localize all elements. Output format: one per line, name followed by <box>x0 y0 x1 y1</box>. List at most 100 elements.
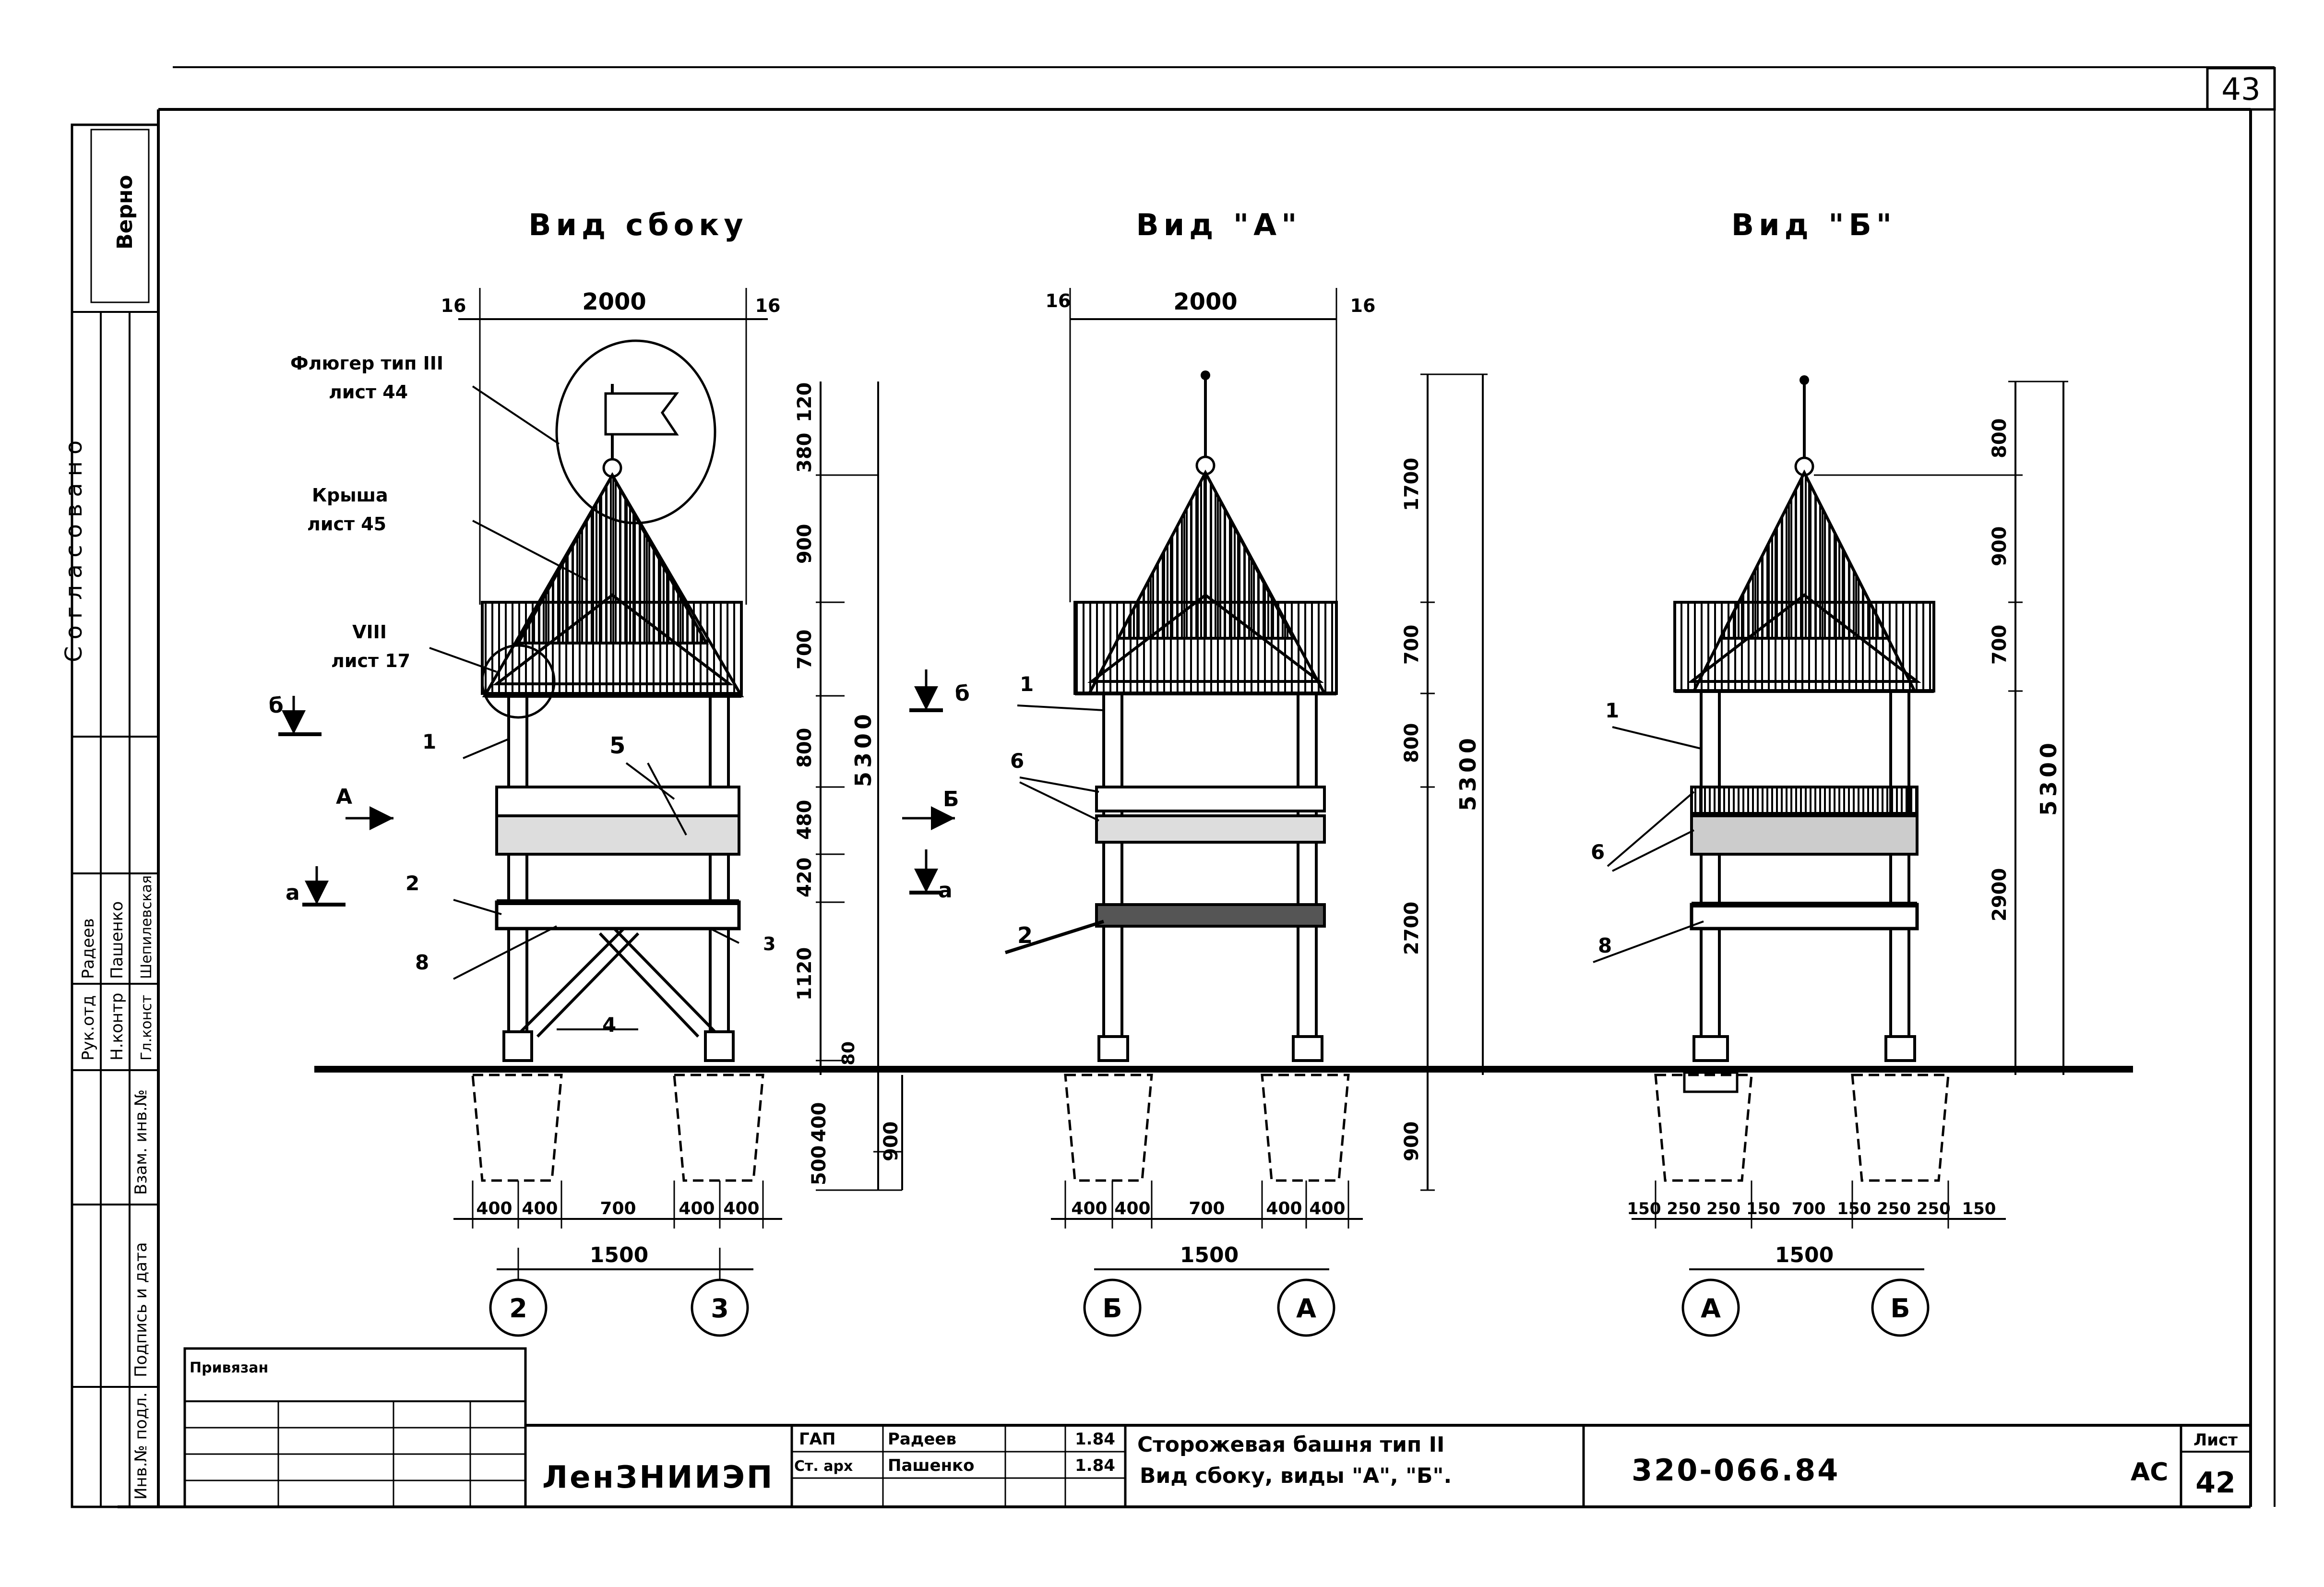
side-view-title: Вид сбоку <box>528 207 748 242</box>
side-dim-1120: 1120 <box>794 947 816 1001</box>
side-bottom-dim-1: 400 <box>476 1199 512 1218</box>
role-chief-architect: ГАП <box>799 1430 835 1449</box>
side-dim-420: 420 <box>794 858 816 898</box>
a-marker-2: 2 <box>1017 922 1033 948</box>
side-offset-left: 16 <box>441 295 466 316</box>
field-replaced-inventory: Взам. инв.№ <box>131 1089 151 1195</box>
drawing-stage: АС <box>2131 1458 2168 1487</box>
b-dim-2900: 2900 <box>1989 868 2011 921</box>
side-section-b: б <box>269 693 284 718</box>
a-dim-2700: 2700 <box>1401 902 1423 955</box>
side-view-drawing <box>278 288 903 1337</box>
vane-callout: Флюгер тип III <box>290 353 443 374</box>
side-marker-5: 5 <box>609 732 625 759</box>
side-dim-500: 500 <box>808 1146 830 1186</box>
side-section-a: а <box>286 881 300 905</box>
b-bottom-dims: 150 250 250 150 700 150 250 250 150 <box>1627 1199 1996 1218</box>
side-marker-4: 4 <box>602 1013 616 1037</box>
drawing-title-line-2: Вид сбоку, виды "А", "Б". <box>1140 1464 1452 1488</box>
date-chief-architect: 1.84 <box>1075 1430 1115 1449</box>
side-dim-120: 120 <box>794 382 816 423</box>
signature-name-1: Радеев <box>79 918 98 979</box>
a-offset-right: 16 <box>1350 295 1376 316</box>
view-a-title: Вид "А" <box>1136 207 1302 242</box>
a-axis-A: А <box>1296 1293 1316 1324</box>
a-bottom-dim-3: 700 <box>1189 1199 1225 1218</box>
b-dim-800: 800 <box>1989 418 2011 459</box>
b-axis-span: 1500 <box>1775 1243 1834 1267</box>
sheet-corner-number: 43 <box>2221 72 2260 107</box>
node-sheet-callout: лист 17 <box>331 650 410 671</box>
view-b-title: Вид "Б" <box>1731 207 1896 242</box>
a-dim-900: 900 <box>1401 1122 1423 1162</box>
side-marker-8: 8 <box>415 951 429 974</box>
b-marker-1: 1 <box>1605 699 1619 722</box>
roof-sheet-callout: лист 45 <box>307 513 386 535</box>
b-dim-900: 900 <box>1989 526 2011 567</box>
a-marker-1: 1 <box>1020 672 1034 696</box>
side-total-height: 5300 <box>850 710 876 787</box>
role-senior-architect: Ст. арх <box>794 1458 853 1475</box>
name-senior-architect: Пашенко <box>888 1456 975 1475</box>
node-callout: VIII <box>352 621 387 643</box>
side-offset-right: 16 <box>755 295 781 316</box>
side-section-A: А <box>336 785 352 809</box>
organization-name: ЛенЗНИИЭП <box>542 1460 774 1495</box>
title-block <box>183 1347 2251 1508</box>
a-dim-700: 700 <box>1401 625 1423 665</box>
agreed-label: Согласовано <box>60 434 87 662</box>
a-section-a: а <box>938 878 953 903</box>
side-axis-3: 3 <box>711 1293 729 1324</box>
b-axis-A: А <box>1701 1293 1721 1324</box>
field-inventory-original: Инв.№ подл. <box>131 1392 151 1500</box>
side-marker-2: 2 <box>405 871 419 895</box>
a-section-b: б <box>955 681 970 706</box>
a-axis-B: Б <box>1102 1293 1122 1324</box>
vane-sheet-callout: лист 44 <box>329 382 408 403</box>
side-axis-span: 1500 <box>590 1243 648 1267</box>
side-marker-3: 3 <box>763 933 775 955</box>
view-b-drawing <box>1593 375 2068 1337</box>
a-total-height: 5300 <box>1455 734 1481 811</box>
signature-name-3: Шепилевская <box>138 875 155 979</box>
a-marker-6: 6 <box>1010 749 1024 773</box>
verified-stamp: Верно <box>113 175 137 250</box>
b-dim-700: 700 <box>1989 625 2011 665</box>
side-bottom-dim-5: 400 <box>723 1199 759 1218</box>
side-dim-80: 80 <box>839 1041 858 1065</box>
linked-label: Привязан <box>190 1360 268 1376</box>
date-senior-architect: 1.84 <box>1075 1456 1115 1475</box>
side-dim-900: 900 <box>794 524 816 564</box>
side-dim-700: 700 <box>794 630 816 670</box>
roof-callout: Крыша <box>312 485 388 506</box>
drawing-title-line-1: Сторожевая башня тип II <box>1137 1432 1444 1457</box>
side-axis-2: 2 <box>509 1293 527 1324</box>
side-bottom-dim-4: 400 <box>679 1199 715 1218</box>
signature-role-3: Гл.конст <box>138 995 155 1061</box>
view-a-drawing <box>902 288 1488 1337</box>
a-section-B: Б <box>943 787 959 811</box>
sheet-label: Лист <box>2193 1431 2238 1450</box>
side-bottom-dim-3: 700 <box>600 1199 636 1218</box>
side-bottom-dim-2: 400 <box>522 1199 558 1218</box>
side-dim-400: 400 <box>808 1102 830 1143</box>
sheet-number: 42 <box>2195 1466 2236 1500</box>
signature-role-2: Н.контр <box>107 993 127 1061</box>
side-marker-1: 1 <box>422 730 436 753</box>
side-dim-380: 380 <box>794 433 816 473</box>
a-bottom-dim-2: 400 <box>1114 1199 1150 1218</box>
b-total-height: 5300 <box>2036 739 2062 816</box>
a-offset-left: 16 <box>1046 290 1071 311</box>
name-chief-architect: Радеев <box>888 1430 956 1449</box>
side-width-dim: 2000 <box>582 288 646 315</box>
a-axis-span: 1500 <box>1180 1243 1239 1267</box>
side-dim-480: 480 <box>794 800 816 840</box>
b-axis-B: Б <box>1890 1293 1910 1324</box>
side-dim-800: 800 <box>794 728 816 768</box>
signature-role-1: Рук.отд <box>79 995 98 1061</box>
b-marker-8: 8 <box>1598 934 1612 957</box>
field-signature-date: Подпись и дата <box>131 1242 151 1377</box>
a-bottom-dim-4: 400 <box>1266 1199 1302 1218</box>
a-bottom-dim-5: 400 <box>1309 1199 1345 1218</box>
